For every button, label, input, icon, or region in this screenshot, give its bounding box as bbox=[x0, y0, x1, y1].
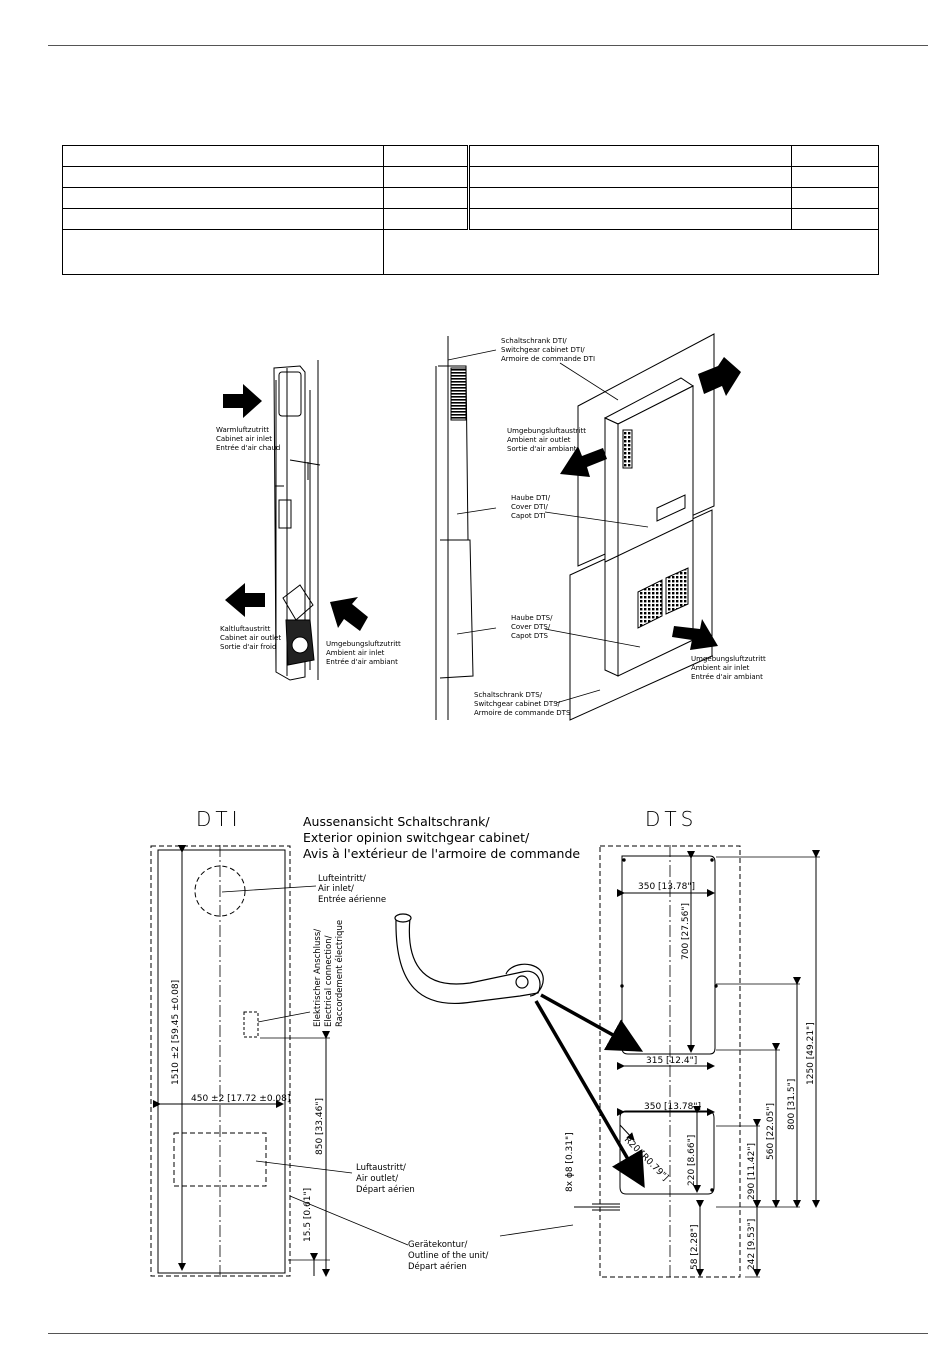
svg-text:Sortie d'air froid: Sortie d'air froid bbox=[220, 643, 276, 651]
svg-text:350 [13.78"]: 350 [13.78"] bbox=[644, 1102, 701, 1112]
exterior-view-title: Aussenansicht Schaltschrank/ Exterior op… bbox=[303, 814, 580, 861]
svg-text:Switchgear cabinet DTS/: Switchgear cabinet DTS/ bbox=[474, 700, 561, 708]
table-row bbox=[62, 145, 879, 167]
svg-text:Umgebungsluftzutritt: Umgebungsluftzutritt bbox=[326, 640, 401, 648]
svg-text:Raccordement électrique: Raccordement électrique bbox=[334, 920, 345, 1027]
table-row bbox=[62, 229, 880, 275]
pointer-arrow bbox=[534, 1000, 645, 1189]
ambient-in-arrow-icon bbox=[330, 597, 368, 631]
svg-text:Air inlet/: Air inlet/ bbox=[318, 884, 354, 894]
dts-dimensions: 350 [13.78"] 700 [27.56"] 315 [12.4"] 35… bbox=[565, 882, 816, 1270]
svg-text:Entrée d'air chaud: Entrée d'air chaud bbox=[216, 444, 280, 452]
svg-text:8x ϕ8 [0.31"]: 8x ϕ8 [0.31"] bbox=[565, 1132, 575, 1192]
dts-title: DTS bbox=[645, 807, 697, 831]
svg-text:Umgebungsluftzutritt: Umgebungsluftzutritt bbox=[691, 655, 766, 663]
ambient-outlet-left-arrow-icon bbox=[560, 446, 607, 477]
table-row bbox=[62, 208, 879, 230]
svg-text:Capot DTI: Capot DTI bbox=[511, 512, 546, 520]
svg-text:Lufteintritt/: Lufteintritt/ bbox=[318, 874, 366, 884]
svg-text:Ambient air inlet: Ambient air inlet bbox=[326, 649, 385, 657]
svg-text:Outline of the unit/: Outline of the unit/ bbox=[408, 1251, 488, 1261]
dts-cutout-drawing bbox=[574, 845, 820, 1280]
spec-table bbox=[62, 145, 880, 275]
svg-text:Cover DTI/: Cover DTI/ bbox=[511, 503, 548, 511]
dti-cutout-drawing bbox=[150, 845, 330, 1280]
svg-text:242 [9.53"]: 242 [9.53"] bbox=[747, 1219, 757, 1270]
svg-text:560 [22.05"]: 560 [22.05"] bbox=[766, 1103, 776, 1160]
side-labels: Warmluftzutritt Cabinet air inlet Entrée… bbox=[216, 426, 401, 666]
ambient-inlet-right-arrow-icon bbox=[672, 619, 718, 650]
svg-text:Sortie d'air ambiant: Sortie d'air ambiant bbox=[507, 445, 577, 453]
svg-text:1510 ±2 [59.45 ±0.08]: 1510 ±2 [59.45 ±0.08] bbox=[171, 980, 181, 1085]
cold-air-arrow-icon bbox=[225, 583, 265, 617]
svg-text:Avis à l'extérieur de l'armoir: Avis à l'extérieur de l'armoire de comma… bbox=[303, 846, 580, 861]
svg-text:Aussenansicht Schaltschrank/: Aussenansicht Schaltschrank/ bbox=[303, 814, 490, 829]
svg-text:Capot DTS: Capot DTS bbox=[511, 632, 549, 640]
svg-text:Gerätekontur/: Gerätekontur/ bbox=[408, 1240, 468, 1250]
svg-text:Warmluftzutritt: Warmluftzutritt bbox=[216, 426, 269, 434]
svg-text:Cover DTS/: Cover DTS/ bbox=[511, 623, 551, 631]
side-section-figure bbox=[273, 360, 321, 681]
svg-text:220 [8.66"]: 220 [8.66"] bbox=[687, 1135, 697, 1186]
svg-text:800 [31.5"]: 800 [31.5"] bbox=[787, 1079, 797, 1130]
svg-text:Ambient air outlet: Ambient air outlet bbox=[507, 436, 571, 444]
ambient-out-arrow-icon bbox=[698, 357, 741, 396]
svg-text:Electrical connection/: Electrical connection/ bbox=[324, 935, 334, 1027]
svg-text:Exterior opinion switchgear ca: Exterior opinion switchgear cabinet/ bbox=[303, 830, 530, 845]
svg-text:Schaltschrank DTS/: Schaltschrank DTS/ bbox=[474, 691, 543, 699]
svg-text:850 [33.46"]: 850 [33.46"] bbox=[315, 1098, 325, 1155]
pointer-arrow bbox=[540, 993, 644, 1052]
table-row bbox=[62, 187, 879, 209]
svg-text:Entrée aérienne: Entrée aérienne bbox=[318, 894, 386, 905]
svg-text:Cabinet air outlet: Cabinet air outlet bbox=[220, 634, 281, 642]
svg-text:1250 [49.21"]: 1250 [49.21"] bbox=[806, 1022, 816, 1085]
dti-title: DTI bbox=[196, 807, 242, 831]
svg-text:Cabinet air inlet: Cabinet air inlet bbox=[216, 435, 272, 443]
svg-text:Départ aérien: Départ aérien bbox=[408, 1261, 467, 1272]
svg-text:Armoire de commande DTS: Armoire de commande DTS bbox=[474, 709, 571, 717]
top-rule bbox=[48, 45, 928, 46]
svg-text:Entrée d'air ambiant: Entrée d'air ambiant bbox=[326, 658, 398, 666]
dti-leaders bbox=[221, 885, 574, 1246]
svg-text:Ambient air inlet: Ambient air inlet bbox=[691, 664, 750, 672]
svg-text:450 ±2 [17.72 ±0.08]: 450 ±2 [17.72 ±0.08] bbox=[191, 1094, 290, 1104]
svg-text:315 [12.4"]: 315 [12.4"] bbox=[646, 1056, 697, 1066]
mounting-figure bbox=[435, 333, 715, 721]
svg-text:Armoire de commande DTI: Armoire de commande DTI bbox=[501, 355, 595, 363]
bottom-rule bbox=[48, 1333, 928, 1334]
svg-text:Kaltluftaustritt: Kaltluftaustritt bbox=[220, 625, 271, 633]
gasket-profile-icon bbox=[394, 913, 544, 1004]
svg-text:Umgebungsluftaustritt: Umgebungsluftaustritt bbox=[507, 427, 586, 435]
svg-text:Haube DTI/: Haube DTI/ bbox=[511, 494, 551, 502]
svg-text:Switchgear cabinet DTI/: Switchgear cabinet DTI/ bbox=[501, 346, 585, 354]
svg-text:Luftaustritt/: Luftaustritt/ bbox=[356, 1163, 406, 1173]
mounting-labels: Schaltschrank DTI/ Switchgear cabinet DT… bbox=[474, 337, 766, 717]
svg-text:Entrée d'air ambiant: Entrée d'air ambiant bbox=[691, 673, 763, 681]
svg-text:350 [13.78"]: 350 [13.78"] bbox=[638, 882, 695, 892]
svg-text:290 [11.42"]: 290 [11.42"] bbox=[747, 1143, 757, 1200]
mounting-leaders bbox=[447, 349, 649, 704]
svg-text:Elektrischer Anschluss/: Elektrischer Anschluss/ bbox=[313, 929, 323, 1027]
svg-text:Air outlet/: Air outlet/ bbox=[356, 1174, 398, 1184]
svg-text:Schaltschrank DTI/: Schaltschrank DTI/ bbox=[501, 337, 567, 345]
svg-text:Haube DTS/: Haube DTS/ bbox=[511, 614, 553, 622]
svg-text:Départ aérien: Départ aérien bbox=[356, 1184, 415, 1195]
warm-air-arrow-icon bbox=[223, 384, 262, 418]
dti-callouts: Lufteintritt/ Air inlet/ Entrée aérienne… bbox=[313, 874, 488, 1272]
svg-text:700 [27.56"]: 700 [27.56"] bbox=[681, 903, 691, 960]
dti-dimensions: 1510 ±2 [59.45 ±0.08] 450 ±2 [17.72 ±0.0… bbox=[171, 980, 325, 1242]
svg-text:58 [2.28"]: 58 [2.28"] bbox=[690, 1224, 700, 1270]
svg-text:15.5 [0.61"]: 15.5 [0.61"] bbox=[303, 1188, 313, 1242]
